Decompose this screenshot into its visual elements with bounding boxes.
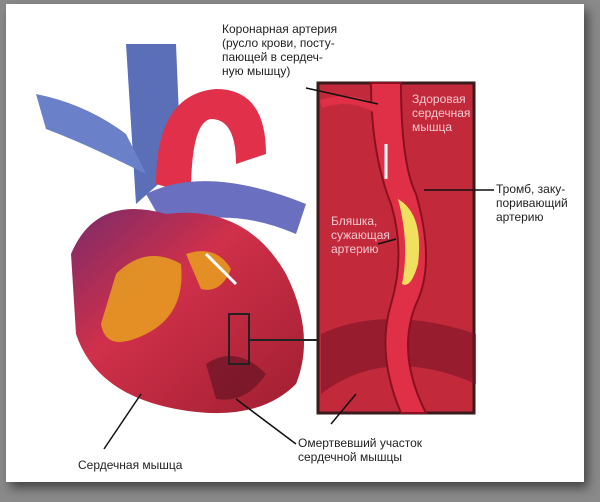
label-line: Коронарная артерия	[222, 22, 338, 36]
label-line: мышца	[412, 120, 453, 134]
aorta	[156, 89, 266, 194]
fat-tissue	[101, 256, 182, 342]
label-line: сердечной мышцы	[298, 450, 402, 464]
label-plaque: Бляшка, сужающая артерию	[331, 214, 390, 256]
label-heart-muscle: Сердечная мышца	[78, 458, 183, 472]
label-line: (русло крови, посту-	[222, 36, 335, 50]
label-line: пающей в сердеч-	[222, 50, 323, 64]
label-line: ную мышцу)	[222, 64, 291, 78]
label-coronary-artery: Коронарная артерия (русло крови, посту- …	[222, 22, 337, 78]
label-dead-area: Омертвевший участок сердечной мышцы	[298, 436, 422, 464]
label-line: Бляшка,	[331, 214, 378, 228]
label-line: артерию	[496, 210, 544, 224]
label-line: артерию	[331, 242, 379, 256]
label-line: Омертвевший участок	[298, 436, 423, 450]
plaque	[398, 199, 420, 285]
label-healthy-muscle: Здоровая сердечная мышца	[412, 92, 470, 134]
diagram-card: Коронарная артерия (русло крови, посту- …	[6, 4, 584, 482]
pulmonary-vessel	[36, 94, 146, 174]
label-line: Тромб, заку-	[496, 182, 566, 196]
label-line: сужающая	[331, 228, 390, 242]
heart-illustration	[36, 44, 494, 450]
label-line: сердечная	[412, 106, 471, 120]
label-line: Здоровая	[412, 92, 466, 106]
label-line: поривающий	[496, 196, 568, 210]
dead-area	[206, 356, 266, 400]
label-thrombus: Тромб, заку- поривающий артерию	[496, 182, 568, 224]
flow-arrow-icon	[204, 252, 238, 286]
